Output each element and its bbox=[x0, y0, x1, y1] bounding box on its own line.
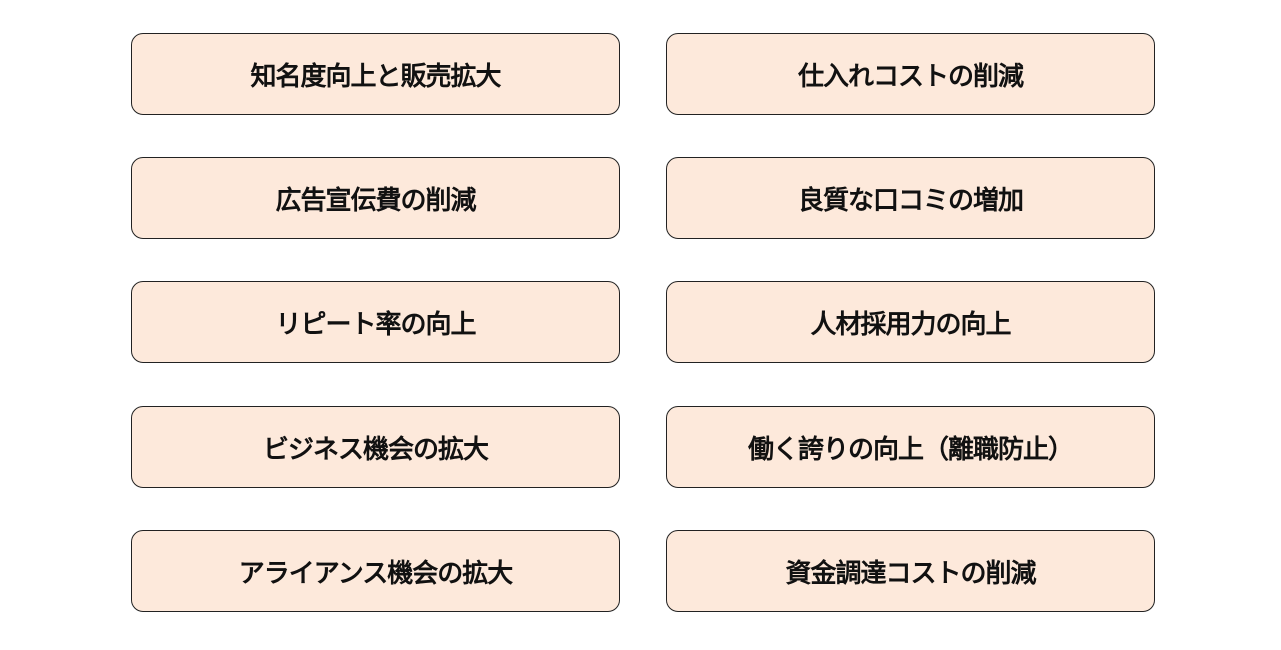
benefit-label: リピート率の向上 bbox=[275, 309, 476, 340]
benefit-box-word-of-mouth: 良質な口コミの増加 bbox=[666, 157, 1155, 239]
benefit-label: 仕入れコストの削減 bbox=[797, 61, 1024, 92]
benefit-box-alliance: アライアンス機会の拡大 bbox=[131, 530, 620, 612]
benefit-box-ad-cost: 広告宣伝費の削減 bbox=[131, 157, 620, 239]
benefit-label: 人材採用力の向上 bbox=[810, 309, 1011, 340]
benefit-box-recruiting: 人材採用力の向上 bbox=[666, 281, 1155, 363]
benefit-label: 知名度向上と販売拡大 bbox=[250, 61, 501, 92]
benefit-box-awareness-sales: 知名度向上と販売拡大 bbox=[131, 33, 620, 115]
benefit-label: アライアンス機会の拡大 bbox=[238, 558, 513, 589]
benefit-box-business-opportunity: ビジネス機会の拡大 bbox=[131, 406, 620, 488]
benefit-label: 良質な口コミの増加 bbox=[797, 185, 1024, 216]
benefit-label: 働く誇りの向上（離職防止） bbox=[747, 434, 1074, 465]
benefit-label: ビジネス機会の拡大 bbox=[262, 434, 489, 465]
benefit-box-purchase-cost: 仕入れコストの削減 bbox=[666, 33, 1155, 115]
benefit-box-work-pride: 働く誇りの向上（離職防止） bbox=[666, 406, 1155, 488]
benefit-label: 広告宣伝費の削減 bbox=[275, 185, 476, 216]
benefit-box-funding-cost: 資金調達コストの削減 bbox=[666, 530, 1155, 612]
benefit-box-repeat-rate: リピート率の向上 bbox=[131, 281, 620, 363]
benefit-label: 資金調達コストの削減 bbox=[785, 558, 1036, 589]
